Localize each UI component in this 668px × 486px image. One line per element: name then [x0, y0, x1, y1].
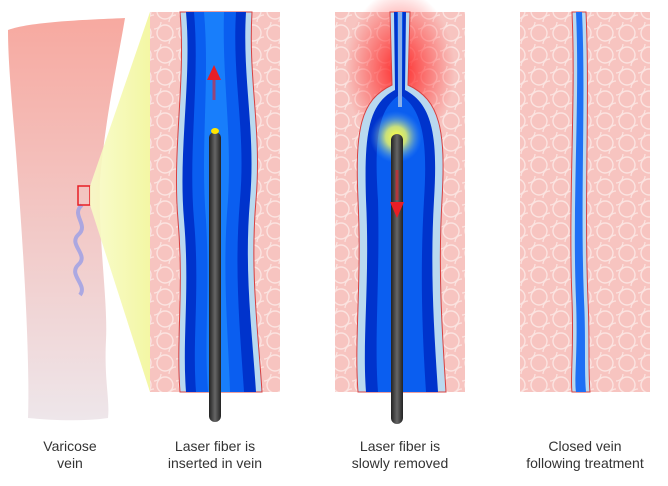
arrow-up-icon	[207, 65, 221, 80]
label-varicose-vein: Varicose vein	[43, 438, 97, 471]
panel-fiber-inserted	[150, 11, 280, 422]
label-fiber-inserted: Laser fiber is inserted in vein	[167, 438, 263, 471]
panel-fiber-removed	[335, 0, 465, 424]
label-closed-vein: Closed vein following treatment	[526, 438, 644, 471]
panel-closed-vein	[520, 11, 650, 393]
laser-fiber	[209, 132, 221, 422]
varicose-vein-line	[73, 203, 84, 297]
label-fiber-removed: Laser fiber is slowly removed	[351, 438, 449, 471]
magnifier-cone	[90, 12, 150, 392]
arrow-down-icon	[390, 202, 404, 218]
